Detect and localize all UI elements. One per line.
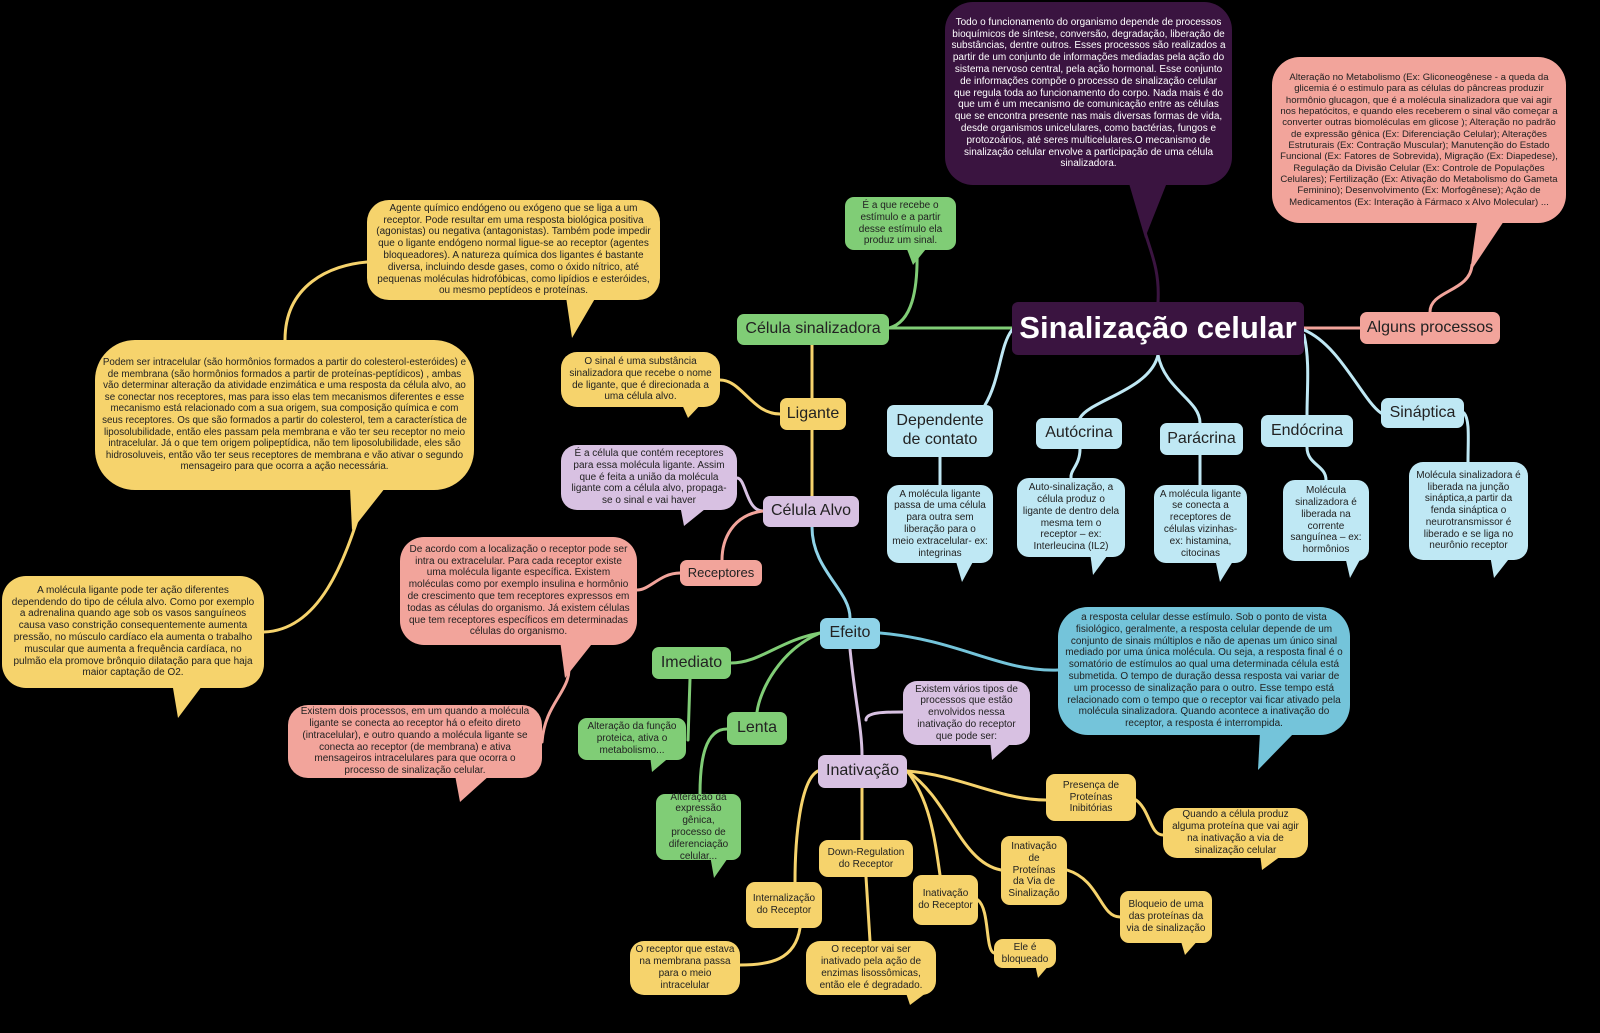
lenta-note: Alteração da expressão gênica, processo … bbox=[656, 792, 741, 862]
ligante-node[interactable]: Ligante bbox=[780, 398, 846, 430]
internalizacao-note: O receptor que estava na membrana passa … bbox=[630, 941, 740, 995]
celula-alvo-node[interactable]: Célula Alvo bbox=[763, 496, 859, 527]
inativacao-proteinas-via-note: Bloqueio de uma das proteínas da via de … bbox=[1120, 891, 1212, 943]
receptores-localizacao-note: De acordo com a localização o receptor p… bbox=[400, 537, 637, 645]
tipo-autocrina-note: Auto-sinalização, a célula produz o liga… bbox=[1017, 478, 1125, 557]
down-regulation-note: O receptor vai ser inativado pela ação d… bbox=[806, 941, 936, 995]
tipo-autocrina-node[interactable]: Autócrina bbox=[1036, 418, 1122, 449]
celula-sinalizadora-note: É a que recebe o estímulo e a partir des… bbox=[845, 197, 956, 250]
tipo-paracrina-node[interactable]: Parácrina bbox=[1160, 423, 1243, 455]
tipo-paracrina-note: A molécula ligante se conecta a receptor… bbox=[1154, 485, 1247, 563]
efeito-node[interactable]: Efeito bbox=[820, 618, 880, 649]
inativacao-node[interactable]: Inativação bbox=[818, 755, 907, 788]
ligante-acao-note: A molécula ligante pode ter ação diferen… bbox=[2, 576, 264, 688]
inativacao-note: Existem vários tipos de processos que es… bbox=[903, 681, 1030, 745]
ligante-agente-note: Agente químico endógeno ou exógeno que s… bbox=[367, 200, 660, 300]
processos-note: Alteração no Metabolismo (Ex: Gliconeogê… bbox=[1272, 57, 1566, 223]
lenta-node[interactable]: Lenta bbox=[727, 712, 787, 745]
imediato-note: Alteração da função proteica, ativa o me… bbox=[578, 718, 686, 760]
root-title-node[interactable]: Sinalização celular bbox=[1012, 302, 1304, 355]
tipo-sinaptica-node[interactable]: Sináptica bbox=[1381, 398, 1464, 428]
tipo-dependente-contato-note: A molécula ligante passa de uma célula p… bbox=[887, 485, 993, 563]
receptores-node[interactable]: Receptores bbox=[680, 560, 762, 586]
efeito-note: a resposta celular desse estímulo. Sob o… bbox=[1058, 607, 1350, 735]
presenca-proteinas-note: Quando a célula produz alguma proteína q… bbox=[1163, 808, 1308, 858]
internalizacao-node[interactable]: Internalização do Receptor bbox=[746, 882, 822, 928]
ligante-sinal-note: O sinal é uma substância sinalizadora qu… bbox=[561, 352, 720, 407]
imediato-node[interactable]: Imediato bbox=[652, 647, 731, 679]
alguns-processos-node[interactable]: Alguns processos bbox=[1360, 312, 1500, 344]
inativacao-proteinas-via-node[interactable]: Inativação de Proteínas da Via de Sinali… bbox=[1001, 836, 1067, 905]
root-description-note: Todo o funcionamento do organismo depend… bbox=[945, 2, 1232, 185]
tipo-sinaptica-note: Molécula sinalizadora é liberada na junç… bbox=[1409, 462, 1528, 560]
tipo-endocrina-note: Molécula sinalizadora é liberada na corr… bbox=[1283, 480, 1369, 561]
tipo-dependente-contato-node[interactable]: Dependente de contato bbox=[887, 405, 993, 457]
inativacao-receptor-note: Ele é bloqueado bbox=[994, 939, 1056, 968]
presenca-proteinas-node[interactable]: Presença de Proteínas Inibitórias bbox=[1046, 774, 1136, 821]
down-regulation-node[interactable]: Down-Regulation do Receptor bbox=[819, 840, 913, 877]
celula-alvo-note: É a célula que contém receptores para es… bbox=[561, 445, 737, 510]
inativacao-receptor-node[interactable]: Inativação do Receptor bbox=[913, 875, 978, 925]
ligante-tipos-note: Podem ser intracelular (são hormônios fo… bbox=[95, 340, 474, 490]
celula-sinalizadora-node[interactable]: Célula sinalizadora bbox=[737, 314, 889, 345]
receptores-processos-note: Existem dois processos, em um quando a m… bbox=[288, 705, 542, 778]
tipo-endocrina-node[interactable]: Endócrina bbox=[1261, 415, 1353, 447]
